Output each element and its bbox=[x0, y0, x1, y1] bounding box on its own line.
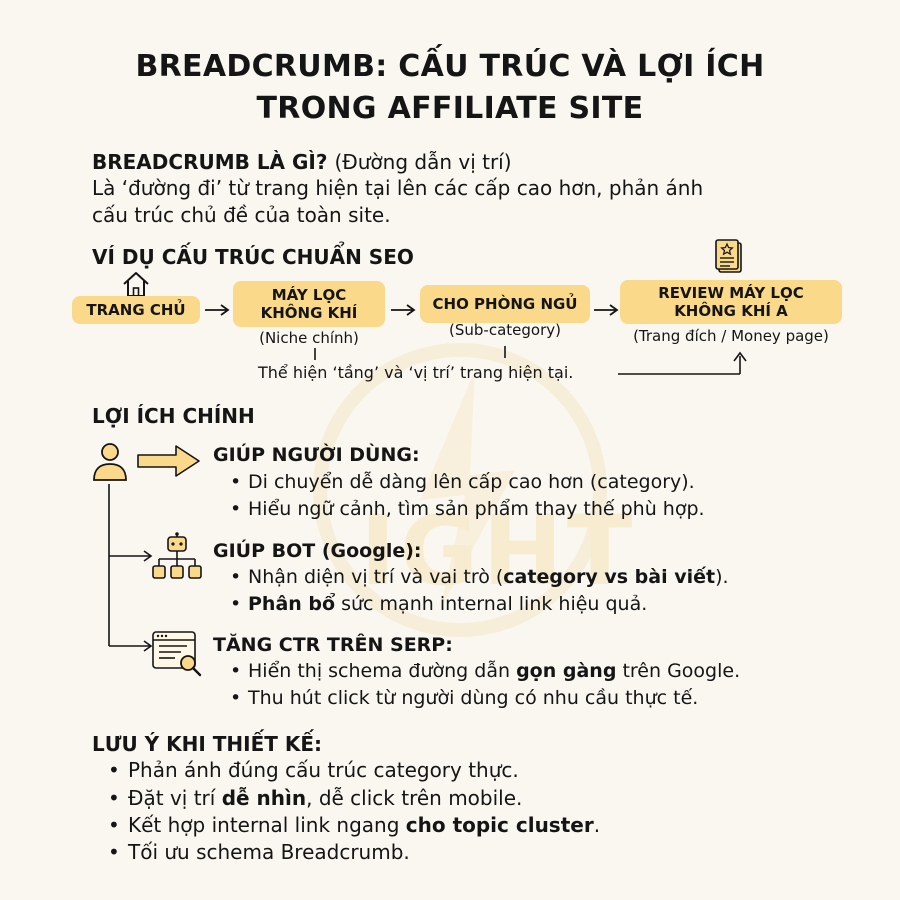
breadcrumb-note: Thể hiện ‘tầng’ và ‘vị trí’ trang hiện t… bbox=[258, 363, 574, 382]
breadcrumb-step-money-page-caption: (Trang đích / Money page) bbox=[633, 327, 829, 345]
tip-2-bold: dễ nhìn bbox=[221, 786, 307, 810]
breadcrumb-step-home-label: TRANG CHỦ bbox=[86, 301, 186, 319]
benefit-bot-bullet-2-bold: Phân bổ bbox=[248, 593, 336, 615]
benefit-ctr-bullet-1-bold: gọn gàng bbox=[516, 660, 617, 682]
browser-search-icon bbox=[152, 631, 202, 677]
title-line-2: TRONG AFFILIATE SITE bbox=[256, 91, 644, 126]
example-heading: VÍ DỤ CẤU TRÚC CHUẨN SEO bbox=[92, 245, 414, 269]
page-title: BREADCRUMB: CẤU TRÚC VÀ LỢI ÍCH TRONG AF… bbox=[40, 46, 860, 130]
benefit-bot-bullet-2-post: sức mạnh internal link hiệu quả. bbox=[335, 593, 648, 615]
breadcrumb-step-subcategory-label: CHO PHÒNG NGỦ bbox=[432, 295, 578, 313]
benefit-users-title: GIÚP NGƯỜI DÙNG: bbox=[213, 444, 420, 466]
benefit-bot-bullet-1-pre: Nhận diện vị trí và vai trò ( bbox=[248, 566, 504, 588]
home-icon bbox=[123, 272, 149, 297]
breadcrumb-step-money-page-label-1: REVIEW MÁY LỌC bbox=[658, 284, 804, 302]
benefit-users-bullet-1: Di chuyển dễ dàng lên cấp cao hơn (categ… bbox=[230, 471, 695, 493]
note-connectors bbox=[314, 346, 747, 375]
tip-2-post: , dễ click trên mobile. bbox=[306, 786, 523, 810]
benefit-ctr-bullet-2: Thu hút click từ người dùng có nhu cầu t… bbox=[230, 687, 698, 709]
benefit-ctr-bullet-1-post: trên Google. bbox=[616, 660, 741, 682]
breadcrumb-step-niche-label-2: KHÔNG KHÍ bbox=[260, 304, 358, 322]
tip-3: Kết hợp internal link ngang cho topic cl… bbox=[108, 813, 600, 837]
benefit-bot-bullet-1: Nhận diện vị trí và vai trò (category vs… bbox=[230, 566, 729, 588]
user-icon bbox=[93, 443, 127, 481]
step-arrow-1 bbox=[205, 304, 230, 316]
benefit-bot-bullet-1-post: ). bbox=[715, 566, 729, 588]
breadcrumb-step-home: TRANG CHỦ bbox=[72, 296, 200, 324]
breadcrumb-step-subcategory-caption: (Sub-category) bbox=[449, 321, 561, 339]
benefit-bot-bullet-2: Phân bổ sức mạnh internal link hiệu quả. bbox=[230, 593, 647, 615]
benefit-bot-title: GIÚP BOT (Google): bbox=[213, 540, 422, 562]
step-arrow-3 bbox=[594, 304, 619, 316]
benefits-heading: LỢI ÍCH CHÍNH bbox=[92, 404, 255, 428]
tip-2-pre: Đặt vị trí bbox=[128, 786, 222, 810]
document-star-icon bbox=[715, 239, 742, 273]
benefit-ctr-bullet-1-pre: Hiển thị schema đường dẫn bbox=[248, 660, 517, 682]
step-arrow-2 bbox=[391, 304, 416, 316]
breadcrumb-step-niche-caption: (Niche chính) bbox=[259, 329, 359, 347]
breadcrumb-step-niche: MÁY LỌC KHÔNG KHÍ bbox=[233, 281, 385, 327]
tip-3-bold: cho topic cluster bbox=[405, 813, 594, 837]
definition-heading-text: BREADCRUMB LÀ GÌ? bbox=[92, 150, 328, 174]
robot-sitemap-icon bbox=[152, 532, 202, 579]
benefit-bot-bullet-1-bold: category vs bài viết bbox=[503, 566, 716, 588]
definition-text: Là ‘đường đi’ từ trang hiện tại lên các … bbox=[92, 175, 703, 229]
benefit-ctr-title: TĂNG CTR TRÊN SERP: bbox=[213, 634, 453, 656]
definition-heading-note: (Đường dẫn vị trí) bbox=[334, 150, 512, 174]
benefit-users-bullet-2: Hiểu ngữ cảnh, tìm sản phẩm thay thế phù… bbox=[230, 498, 705, 520]
breadcrumb-step-money-page: REVIEW MÁY LỌC KHÔNG KHÍ A bbox=[620, 280, 842, 324]
title-line-1: BREADCRUMB: CẤU TRÚC VÀ LỢI ÍCH bbox=[135, 49, 765, 84]
definition-heading: BREADCRUMB LÀ GÌ? (Đường dẫn vị trí) bbox=[92, 150, 512, 174]
definition-line-1: Là ‘đường đi’ từ trang hiện tại lên các … bbox=[92, 176, 704, 200]
big-arrow-icon bbox=[137, 445, 200, 477]
tip-2: Đặt vị trí dễ nhìn, dễ click trên mobile… bbox=[108, 786, 522, 810]
tip-3-post: . bbox=[593, 813, 601, 837]
breadcrumb-step-niche-label-1: MÁY LỌC bbox=[271, 286, 347, 304]
benefit-ctr-bullet-1: Hiển thị schema đường dẫn gọn gàng trên … bbox=[230, 660, 740, 682]
tip-1: Phản ánh đúng cấu trúc category thực. bbox=[108, 758, 519, 782]
tip-4: Tối ưu schema Breadcrumb. bbox=[108, 840, 410, 864]
benefits-tree-lines bbox=[108, 484, 153, 652]
breadcrumb-step-money-page-label-2: KHÔNG KHÍ A bbox=[674, 302, 788, 320]
definition-line-2: cấu trúc chủ đề của toàn site. bbox=[92, 203, 391, 227]
tips-heading: LƯU Ý KHI THIẾT KẾ: bbox=[92, 732, 322, 756]
tip-3-pre: Kết hợp internal link ngang bbox=[128, 813, 406, 837]
breadcrumb-step-subcategory: CHO PHÒNG NGỦ bbox=[420, 285, 590, 323]
